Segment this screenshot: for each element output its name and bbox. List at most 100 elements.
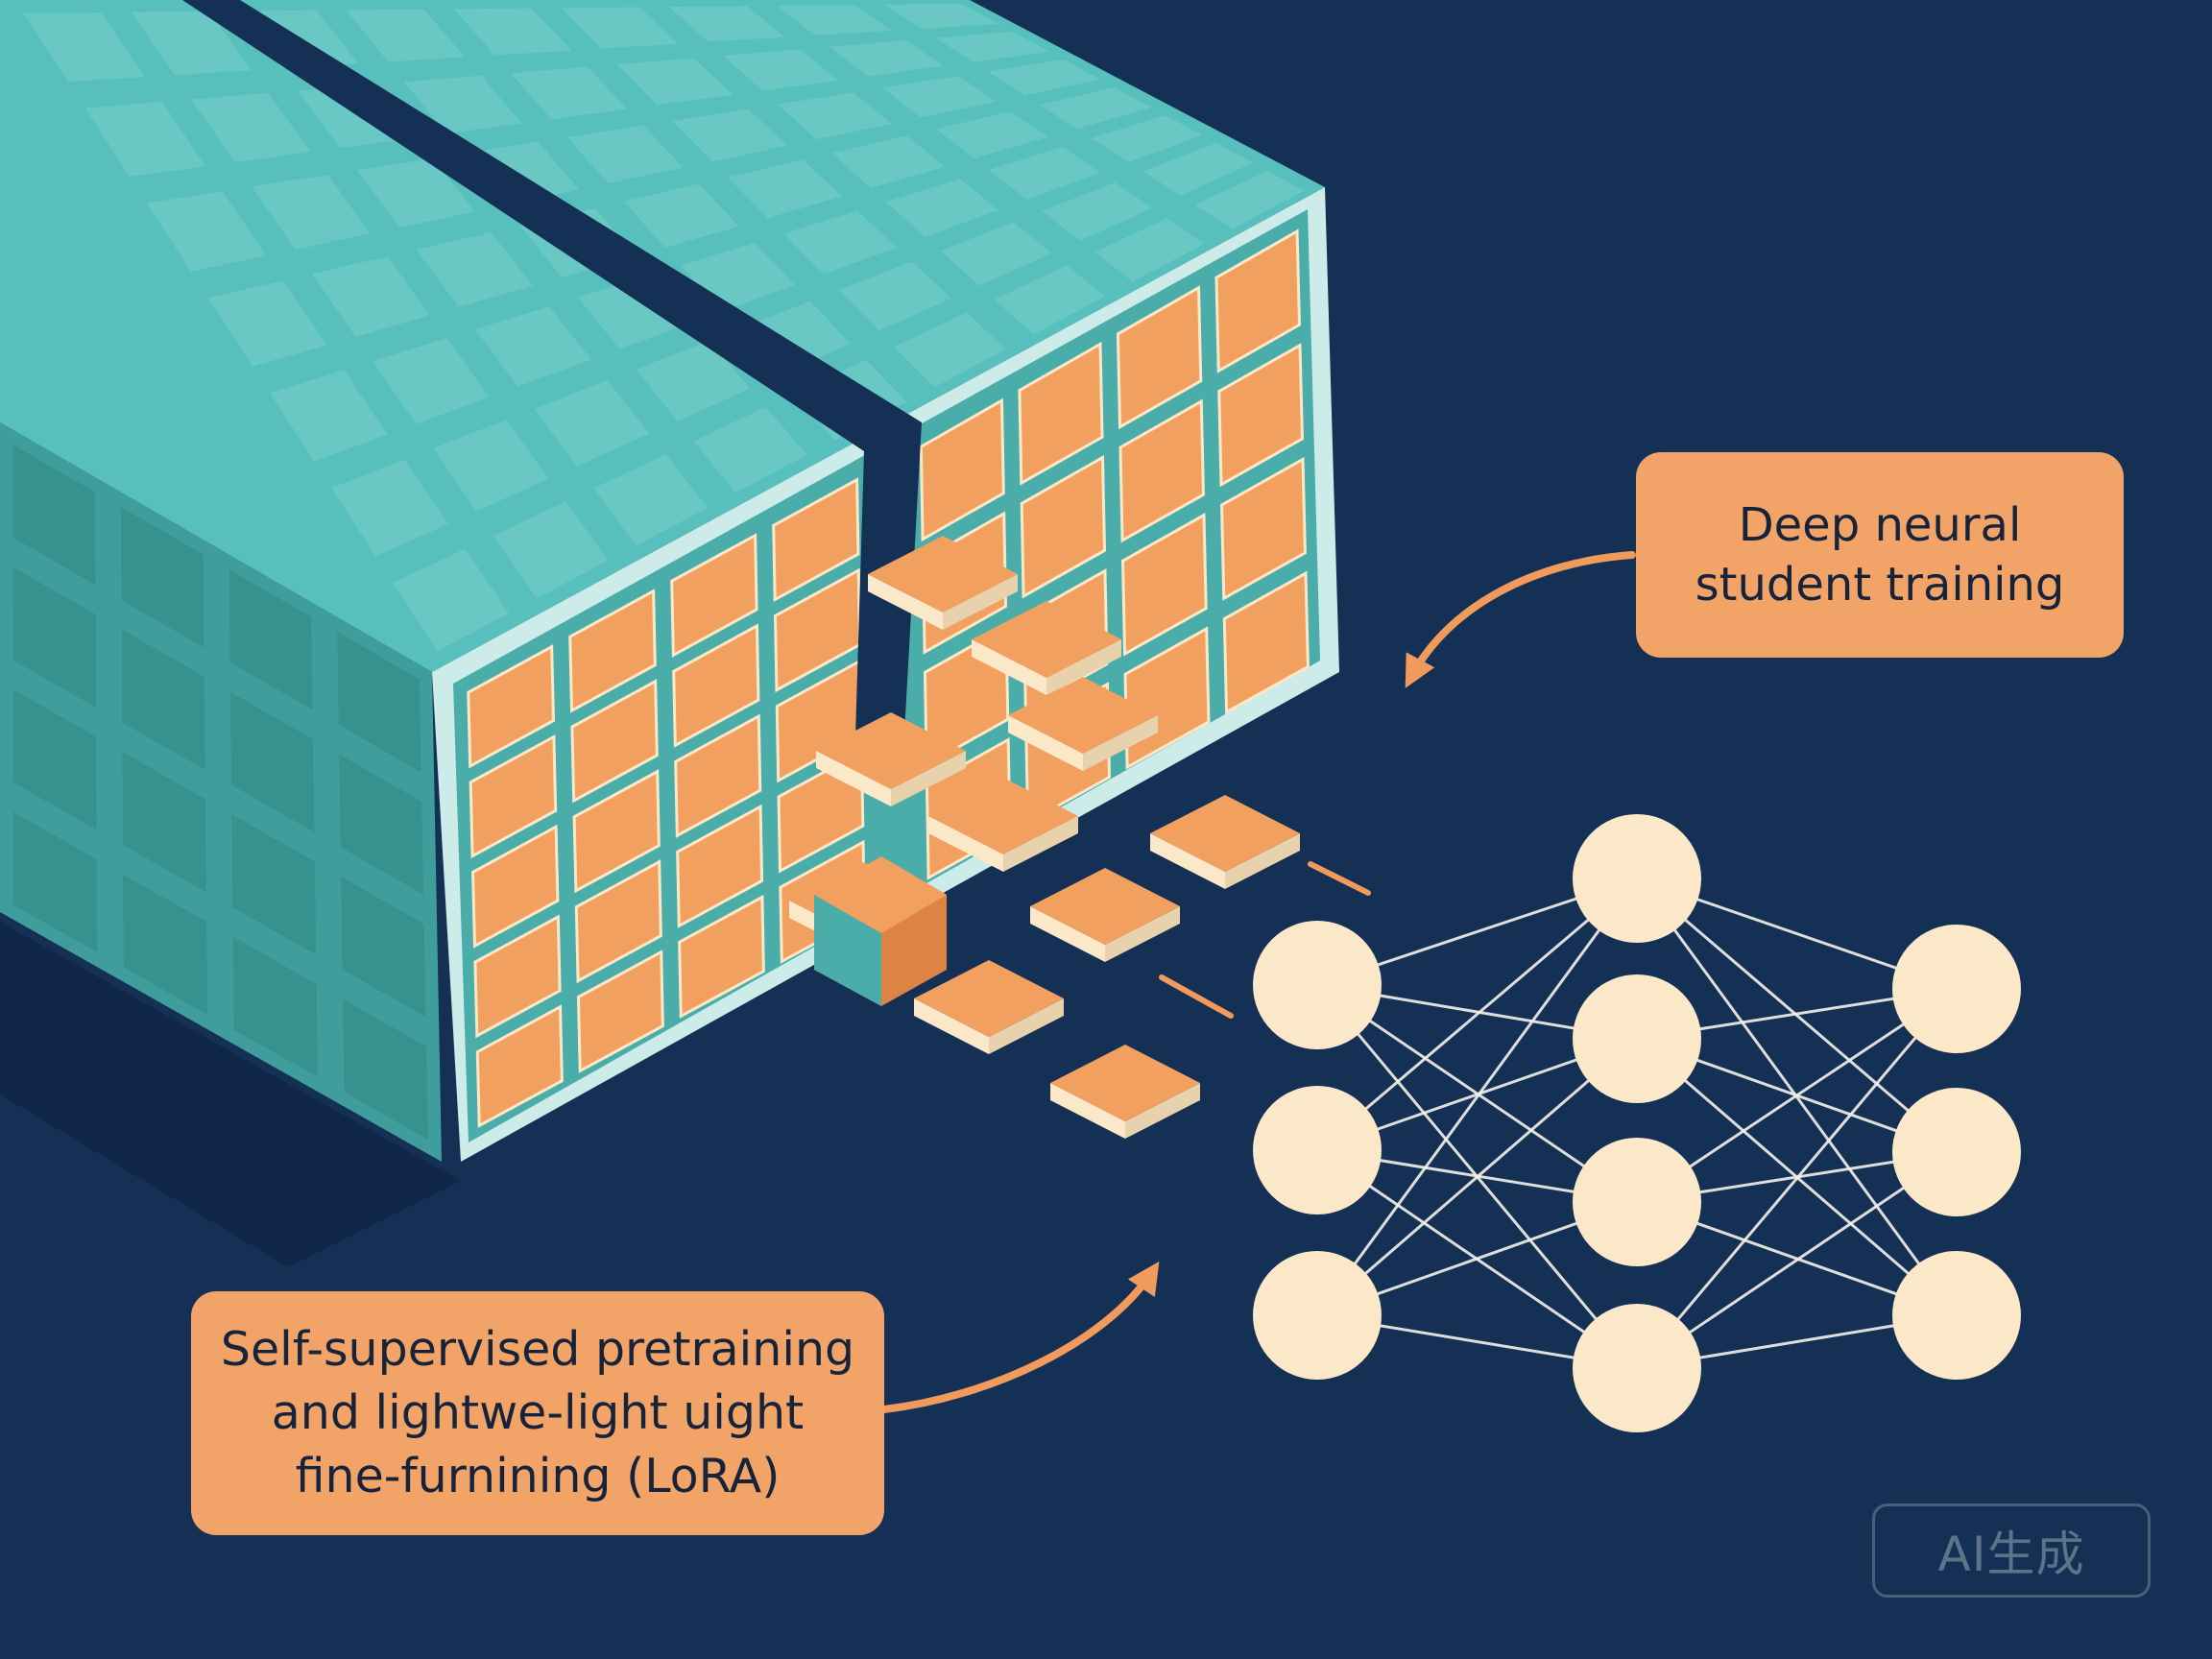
front-tile (470, 824, 560, 949)
top-tile (270, 370, 388, 462)
top-tile (312, 256, 430, 337)
side-tile (12, 566, 97, 708)
tile-icon (1008, 677, 1158, 754)
top-tile (1194, 170, 1305, 229)
front-tile (1219, 456, 1307, 601)
side-tile (232, 936, 318, 1077)
top-tile (1091, 114, 1203, 162)
connector-line (1159, 974, 1234, 1019)
tile-icon (1003, 816, 1078, 872)
top-tile (393, 548, 510, 652)
top-tile (566, 125, 684, 184)
tile-icon (928, 816, 1003, 872)
tile-icon (891, 751, 966, 806)
top-tile (1042, 182, 1153, 241)
callout-line: and lightwe-light uight (271, 1385, 805, 1440)
top-tile (1094, 218, 1205, 282)
tile-icon (816, 751, 891, 806)
tile-icon (1050, 1045, 1200, 1121)
network-edge (1316, 877, 1638, 1152)
side-tile (337, 632, 421, 773)
side-tile (121, 629, 205, 770)
top-tile (416, 232, 534, 307)
tile-icon (914, 960, 1064, 1037)
front-tile (574, 859, 662, 984)
neuron-icon (1892, 1088, 2021, 1216)
side-tile (122, 752, 206, 893)
side-tile (339, 754, 424, 895)
top-tile (777, 92, 892, 140)
front-tile (919, 397, 1005, 542)
tile-icon (928, 778, 1078, 854)
block-shadow (0, 922, 461, 1267)
top-tile (453, 8, 572, 56)
network-edge (1316, 1037, 1638, 1317)
tile-icon (1030, 906, 1105, 962)
top-tile (252, 175, 371, 250)
front-tile (1214, 228, 1302, 373)
top-tile (838, 261, 951, 331)
tile-icon (1150, 833, 1225, 889)
tile-icon (972, 601, 1121, 678)
tile-icon (1225, 833, 1300, 889)
tile-icon (1105, 906, 1180, 962)
tile-icon (1050, 1083, 1125, 1139)
front-tile (672, 623, 760, 748)
neuron-icon (1573, 814, 1701, 943)
top-tile (593, 454, 709, 546)
top-tile (191, 93, 311, 163)
top-tile (331, 459, 448, 557)
side-face-tiles (12, 445, 428, 1140)
top-tile (432, 420, 549, 512)
front-tile (1018, 341, 1104, 486)
front-tile (772, 477, 860, 603)
front-tile (1120, 512, 1208, 657)
front-tile (1116, 285, 1203, 430)
front-tile (1118, 398, 1206, 543)
top-tile (782, 210, 897, 275)
top-tile (987, 60, 1100, 96)
tile-icon (1008, 715, 1083, 771)
tile-icon (868, 536, 1018, 613)
block-top-face (0, 0, 1325, 672)
tile-icon (868, 574, 943, 630)
top-tile (935, 32, 1049, 62)
block-split (182, 0, 922, 768)
top-tile (356, 157, 475, 228)
side-tile (12, 445, 96, 586)
top-tile (723, 49, 839, 91)
neuron-icon (1573, 1304, 1701, 1432)
callout-line: fine-furnining (LoRA) (295, 1449, 781, 1503)
top-tile (885, 179, 998, 237)
front-tile (1217, 343, 1304, 488)
neuron-icon (1573, 974, 1701, 1103)
top-tile (994, 265, 1106, 335)
top-tile (988, 147, 1100, 200)
side-tile (12, 689, 97, 830)
top-tile (373, 338, 490, 424)
side-tile (231, 814, 317, 955)
side-tile (123, 874, 208, 1015)
tile-icon (1150, 795, 1300, 872)
front-tile (674, 713, 762, 838)
neuron-icon (1892, 925, 2021, 1053)
tile-icon (914, 998, 989, 1054)
top-tile (561, 7, 679, 49)
top-tile (668, 6, 785, 42)
neuron-icon (1892, 1251, 2021, 1380)
ai-generated-badge: AI生成 (1872, 1503, 2151, 1598)
top-tile (404, 75, 522, 134)
side-tile (229, 691, 315, 832)
top-face-tiles (23, 4, 1305, 652)
callout-line: Self-supervised pretraining (220, 1322, 855, 1377)
tile-icon (943, 574, 1018, 630)
top-tile (346, 9, 466, 62)
callout-line: Deep neural (1738, 498, 2022, 552)
front-tile (475, 1004, 564, 1128)
tile-icon (816, 712, 966, 789)
tile-icon (1083, 715, 1158, 771)
front-tile (576, 950, 664, 1073)
arrow-icon (880, 1261, 1160, 1413)
top-tile (208, 280, 327, 367)
